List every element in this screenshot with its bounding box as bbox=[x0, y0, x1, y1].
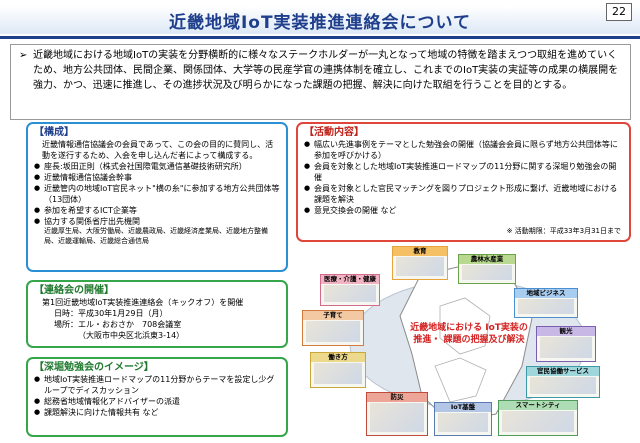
smart-city-image bbox=[502, 411, 574, 432]
activity-item: 意見交換会の開催 など bbox=[304, 205, 623, 216]
field-tile-tourism: 観光 bbox=[536, 326, 596, 362]
meeting-box: 【連絡会の開催】 第1回近畿地域IoT実装推進連絡会（キックオフ）を開催 日時：… bbox=[26, 280, 288, 348]
activity-item: 会員を対象とした官民マッチングを図りプロジェクト形成に繋げ、近畿地域における課題… bbox=[304, 183, 623, 205]
field-tile-smart-city: スマートシティ bbox=[498, 400, 578, 436]
healthcare-image bbox=[324, 285, 376, 302]
meeting-label: 【連絡会の開催】 bbox=[34, 285, 114, 296]
study-label: 【深堀勉強会のイメージ】 bbox=[34, 362, 154, 373]
business-image bbox=[518, 299, 574, 314]
disaster-image bbox=[370, 403, 424, 432]
field-tile-public-private-service: 官民協働サービス bbox=[526, 366, 600, 398]
iot-fields-diagram: 教育 農林水産業 医療・介護・健康 地域ビジネス 子育て 観光 働き方 官民協 bbox=[300, 246, 632, 438]
field-tile-iot-platform: IoT基盤 bbox=[434, 402, 492, 436]
composition-label: 【構成】 bbox=[34, 127, 74, 138]
childcare-image bbox=[306, 321, 360, 342]
study-item: 地域IoT実装推進ロードマップの11分野からテーマを設定し少グループでディスカッ… bbox=[34, 374, 280, 396]
study-box: 【深堀勉強会のイメージ】 地域IoT実装推進ロードマップの11分野からテーマを設… bbox=[26, 357, 288, 437]
intro-text: 近畿地域における地域IoTの実装を分野横断的に様々なステークホルダーが一丸となっ… bbox=[33, 50, 619, 91]
field-tile-education: 教育 bbox=[392, 246, 448, 280]
title-divider bbox=[0, 36, 640, 39]
field-tile-agriculture: 農林水産業 bbox=[458, 254, 516, 284]
meeting-line: 第1回近畿地域IoT実装推進連絡会（キックオフ）を開催 bbox=[42, 298, 244, 307]
field-tile-regional-business: 地域ビジネス bbox=[514, 288, 578, 318]
activity-item: 幅広い先進事例をテーマとした勉強会の開催（協議会会員に限らず地方公共団体等に参加… bbox=[304, 139, 623, 161]
page-number: 22 bbox=[606, 3, 632, 21]
field-tile-disaster-prevention: 防災 bbox=[366, 392, 428, 436]
page-title: 近畿地域IoT実装推進連絡会について bbox=[168, 13, 472, 33]
education-image bbox=[396, 257, 444, 276]
arrow-bullet-icon: ➢ bbox=[19, 50, 28, 61]
public-service-image bbox=[530, 377, 596, 394]
work-style-image bbox=[314, 363, 362, 384]
meeting-line: 日時：平成30年1月29日（月） bbox=[54, 309, 168, 318]
composition-item: 協力する関係省庁出先機関 bbox=[34, 216, 280, 227]
intro-box: ➢ 近畿地域における地域IoTの実装を分野横断的に様々なステークホルダーが一丸と… bbox=[10, 44, 631, 120]
meeting-line: 場所：エル・おおさか 708会議室 bbox=[54, 320, 182, 329]
activity-deadline-note: ※ 活動期限：平成33年3月31日まで bbox=[506, 227, 621, 235]
study-item: 課題解決に向けた情報共有 など bbox=[34, 407, 280, 418]
field-tile-healthcare: 医療・介護・健康 bbox=[320, 274, 380, 306]
iot-platform-image bbox=[438, 413, 488, 432]
study-item: 総務省地域情報化アドバイザーの派遣 bbox=[34, 396, 280, 407]
field-tile-work-style: 働き方 bbox=[310, 352, 366, 388]
composition-box: 【構成】 近畿情報通信協議会の会員であって、この会の目的に賛同し、活動を遂行する… bbox=[26, 122, 288, 272]
activities-box: 【活動内容】 幅広い先進事例をテーマとした勉強会の開催（協議会会員に限らず地方公… bbox=[296, 122, 631, 242]
composition-item: 近畿情報通信協議会幹事 bbox=[34, 172, 280, 183]
activities-label: 【活動内容】 bbox=[304, 127, 364, 138]
composition-item: 座長:坂田正則（株式会社国際電気通信基礎技術研究所） bbox=[34, 161, 280, 172]
diagram-center-label: 近畿地域における IoT実装の推進・ 課題の把握及び解決 bbox=[410, 323, 528, 345]
tourism-image bbox=[540, 337, 592, 358]
composition-item: 近畿管内の地域IoT官民ネット"横の糸"に参加する地方公共団体等（13団体） bbox=[34, 183, 280, 205]
title-band bbox=[0, 6, 640, 34]
activity-item: 会員を対象とした地域IoT実装推進ロードマップの11分野に関する深堀り勉強会の開… bbox=[304, 161, 623, 183]
composition-agencies: 近畿厚生局、大阪労働局、近畿農政局、近畿経済産業局、近畿地方整備局、近畿運輸局、… bbox=[44, 227, 268, 245]
meeting-line: （大阪市中央区北浜東3-14） bbox=[78, 331, 185, 340]
agriculture-image bbox=[462, 265, 512, 280]
composition-item: 参加を希望するICT企業等 bbox=[34, 205, 280, 216]
field-tile-childcare: 子育て bbox=[302, 310, 364, 346]
composition-lead: 近畿情報通信協議会の会員であって、この会の目的に賛同し、活動を遂行するため、入会… bbox=[42, 140, 274, 160]
